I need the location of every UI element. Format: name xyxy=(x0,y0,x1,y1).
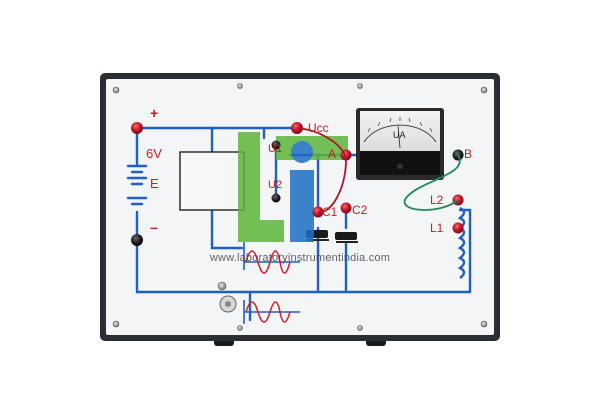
battery-label: E xyxy=(150,176,159,191)
node-a-label: A xyxy=(328,147,336,161)
ammeter xyxy=(356,108,444,180)
ucc-label: Ucc xyxy=(308,121,329,135)
voltage-label: 6V xyxy=(146,146,162,161)
u1-label: U1 xyxy=(268,143,282,155)
node-b-label: B xyxy=(464,147,472,161)
minus-label: – xyxy=(150,219,158,235)
waveform-sketches xyxy=(243,242,300,324)
c2-label: C2 xyxy=(352,203,368,217)
watermark-text: www.laboratoryinstrumentindia.com xyxy=(209,252,391,264)
plus-label: + xyxy=(150,105,158,121)
c1-label: C1 xyxy=(322,205,338,219)
battery-symbol xyxy=(126,164,148,206)
patch-wire-red xyxy=(296,127,347,213)
u2-label: U2 xyxy=(268,179,282,191)
inductor-coil xyxy=(457,206,466,279)
lit-logo xyxy=(238,132,348,242)
red-terminals xyxy=(131,122,464,234)
socket-connector xyxy=(217,281,237,313)
capacitor-c2 xyxy=(335,232,358,243)
meter-unit-label: UA xyxy=(393,130,406,140)
l2-label: L2 xyxy=(430,193,444,207)
panel-screws xyxy=(112,83,488,331)
patch-wire-green xyxy=(403,154,461,211)
l1-label: L1 xyxy=(430,221,444,235)
regulator-block xyxy=(179,151,245,211)
